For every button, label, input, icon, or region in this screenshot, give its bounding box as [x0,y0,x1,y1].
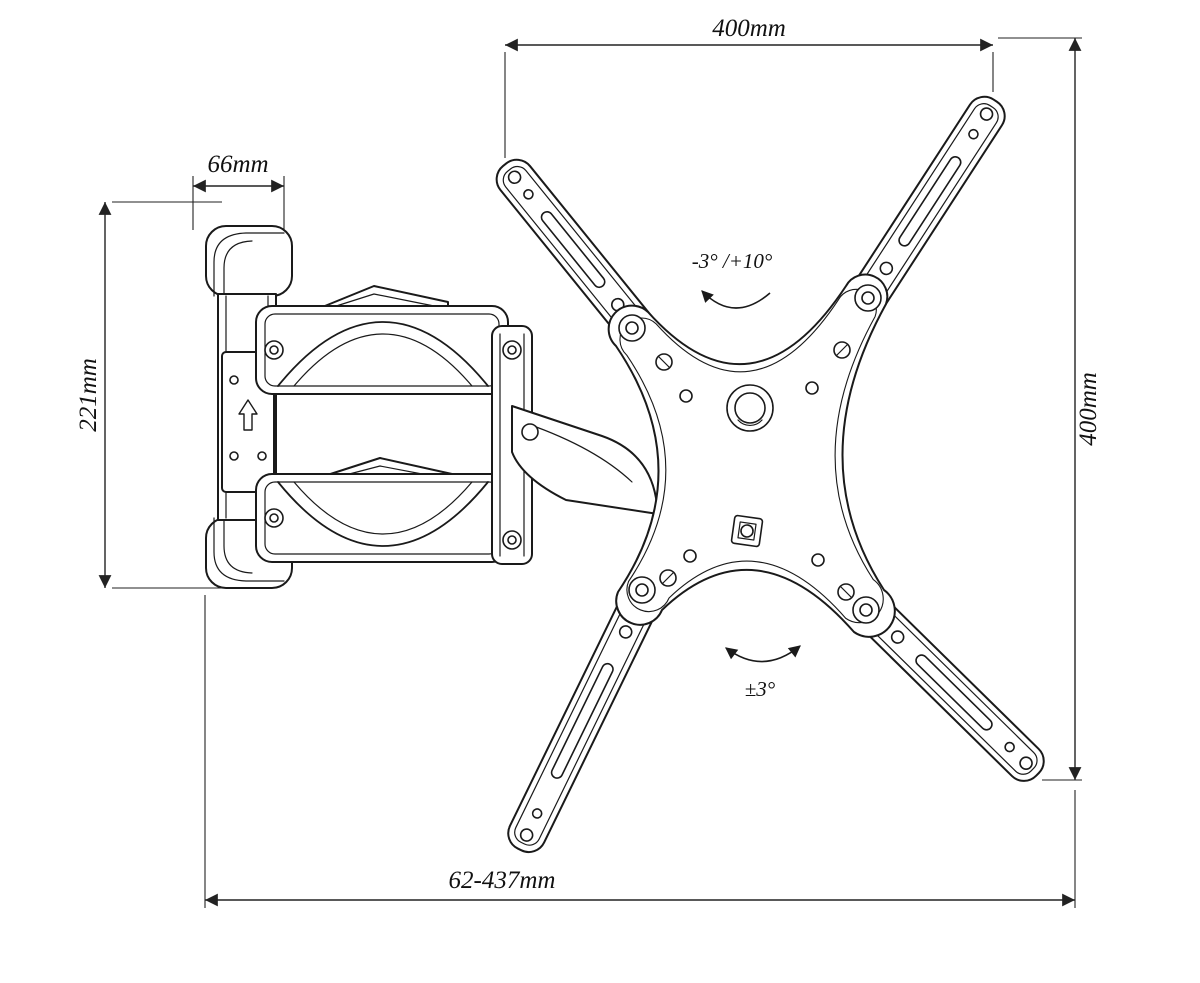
upper-arm-truss-inner [293,333,473,387]
arm-base-hole [618,625,633,639]
link-bracket-bolt-bottom-inner [507,535,517,545]
elbow-arm-bolt [521,423,539,441]
elbow-arm-detail [527,423,633,483]
articulating-arm-upper [255,285,509,395]
screw-block-inner [737,521,757,541]
lobe-screw [659,569,677,587]
center-screw-block [730,514,764,548]
upper-arm-hinge-bolt-inner [269,345,279,355]
wall-plate-hole [257,451,267,461]
arm-bolt-top-right [854,284,882,312]
dimension-plate-width: 66mm [192,151,285,230]
plate-hole [811,553,825,567]
arm-base-hole [879,261,894,276]
lobe-screw [833,341,851,359]
vesa-arm-bottom-right [846,586,1045,782]
arm-base-hole [890,630,905,644]
upper-arm-truss [277,321,489,387]
arm-bolt-top-left [618,314,646,342]
plate-hole [683,549,697,563]
articulating-arm-lower [255,457,509,563]
wall-plate-top-hinge-detail2 [223,240,253,297]
wall-plate-hole [229,451,239,461]
elbow-arm-body [511,405,659,515]
center-hole-inner [734,392,766,424]
dim-label-vesa-width: 400mm [712,15,786,42]
plate-hole [805,381,819,395]
vesa-arm-bottom-left [507,563,670,854]
screw-block-hole [740,524,754,538]
dimension-extension-range: 62-437mm [204,595,1076,908]
swivel-angle-arrow [725,645,801,663]
center-hole-shadow [737,419,763,426]
dim-label-plate-width: 66mm [207,151,268,178]
upper-arm-crest-detail [329,293,435,309]
arm-hole [523,189,534,200]
dim-label-extension-range: 62-437mm [449,867,556,894]
arm-tip-hole [1019,756,1033,771]
wall-plate-bottom-hinge-detail2 [223,517,253,574]
tilt-angle-label: -3° /+10° [692,249,773,273]
link-bracket-bolt-top-inner [507,345,517,355]
arm-tip-hole [519,828,534,842]
dim-label-vesa-height: 400mm [1075,372,1102,446]
annotation-tilt-angle: -3° /+10° [692,249,773,309]
lower-arm-bar [255,473,509,563]
arm-slot [915,654,993,731]
arm-slot [540,210,606,289]
dimension-vesa-width: 400mm [504,15,994,158]
arm-slot [898,155,962,247]
lower-arm-truss [277,481,489,547]
dimension-vesa-height: 400mm [998,37,1102,781]
arm-tip-hole [979,107,994,121]
lower-arm-hinge-bolt-inner [269,513,279,523]
elbow-arm [511,405,659,515]
annotation-swivel-angle: ±3° [725,645,801,701]
arm-tip-hole [507,170,522,185]
swivel-angle-label: ±3° [745,677,776,701]
lower-arm-truss-inner [293,481,473,535]
lobe-screw [655,353,673,371]
wall-plate-hole [229,375,239,385]
arm-bolt-bottom-right [852,596,880,624]
upper-arm-bar [255,305,509,395]
arm-hole [1004,741,1015,753]
lobe-screw [837,583,855,601]
tilt-angle-arrow [701,290,771,309]
dimension-plate-height: 221mm [75,201,222,589]
wall-plate-top-hinge-detail [213,232,285,297]
arm-hole [531,808,543,819]
arm-bolt-bottom-left [628,576,656,604]
wall-plate-bottom-hinge-detail [213,517,285,582]
wall-plate-top-hinge [205,225,293,297]
dim-label-plate-height: 221mm [75,358,102,432]
plate-hole [679,389,693,403]
up-arrow-icon [238,399,258,431]
arm-hole [968,128,979,140]
arm-slot [550,662,614,779]
vesa-plate [607,273,896,638]
